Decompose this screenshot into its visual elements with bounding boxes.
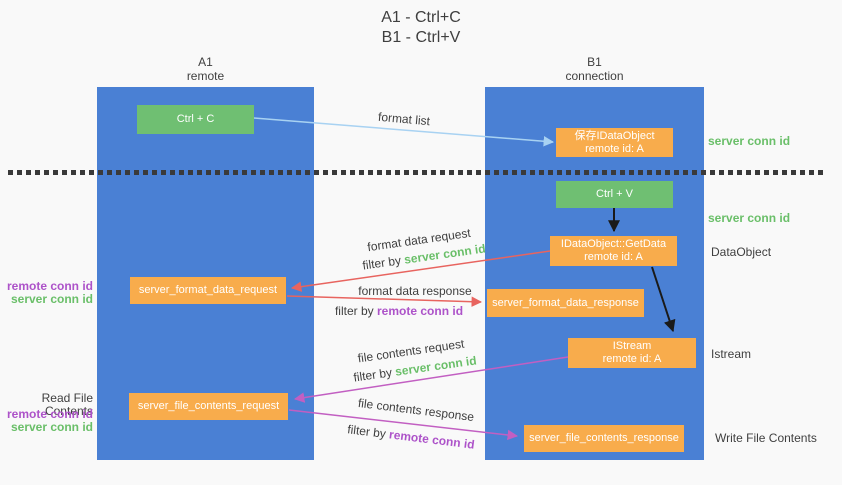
node-ctrl-c: Ctrl + C: [137, 105, 254, 134]
node-server-format-data-request: server_format_data_request: [130, 277, 286, 304]
dotted-separator-line: [8, 170, 825, 175]
dataobject-text: DataObject: [711, 245, 772, 259]
node-server-format-data-response: server_format_data_response: [487, 289, 644, 317]
filter-by-text: filter by: [361, 253, 402, 273]
label-format-data-response-text: format data response: [358, 284, 472, 298]
node-ctrl-v-label: Ctrl + V: [596, 188, 633, 200]
label-file-contents-response-text: file contents response: [357, 395, 475, 425]
node-idataobject-getdata-line2: remote id: A: [584, 251, 643, 263]
label-conn-ids-1: remote conn id server conn id: [0, 280, 93, 306]
node-server-format-data-response-label: server_format_data_response: [492, 296, 639, 309]
label-dataobject: DataObject: [711, 245, 771, 259]
label-filter-by-remote-conn-id-2: filter by remote conn id: [347, 422, 476, 452]
remote-conn-id-text: remote conn id: [6, 279, 93, 293]
node-server-file-contents-request-label: server_file_contents_request: [137, 400, 280, 412]
node-server-format-data-request-label: server_format_data_request: [138, 284, 278, 296]
node-idataobject-getdata-line1: IDataObject::GetData: [560, 238, 667, 250]
diagram-title-line1: A1 - Ctrl+C: [381, 9, 461, 26]
lane-a1-subtitle: remote: [186, 69, 225, 83]
lane-b1-name: B1: [587, 55, 602, 69]
node-idataobject-getdata: IDataObject::GetData remote id: A: [550, 236, 677, 266]
node-istream-line2: remote id: A: [602, 353, 662, 365]
istream-text: Istream: [711, 347, 752, 361]
node-server-file-contents-response-label: server_file_contents_response: [529, 432, 679, 444]
node-server-file-contents-request: server_file_contents_request: [129, 393, 288, 420]
label-format-list-text: format list: [377, 109, 431, 129]
read-file-contents-text: Read File Contents: [41, 391, 93, 418]
node-save-idataobject: 保存IDataObject remote id: A: [556, 128, 673, 157]
lane-header-b1: B1 connection: [485, 55, 704, 83]
label-istream: Istream: [711, 347, 751, 361]
label-server-conn-id-mid: server conn id: [708, 211, 790, 225]
filter-by-text: filter by: [334, 304, 374, 318]
label-file-contents-response: file contents response: [357, 396, 475, 424]
remote-conn-id-text: remote conn id: [377, 304, 464, 318]
server-conn-id-text: server conn id: [10, 292, 93, 306]
lane-a1-name: A1: [198, 55, 213, 69]
label-format-list: format list: [377, 110, 430, 128]
label-read-file-contents: Read File Contents: [0, 392, 93, 418]
server-conn-id-text: server conn id: [708, 211, 791, 225]
filter-by-text: filter by: [346, 422, 387, 441]
diagram-title: A1 - Ctrl+C B1 - Ctrl+V: [0, 8, 842, 48]
remote-conn-id-text: remote conn id: [388, 427, 476, 452]
label-server-conn-id-top: server conn id: [708, 134, 790, 148]
label-format-data-response: format data response: [358, 284, 471, 298]
diagram-title-line2: B1 - Ctrl+V: [381, 29, 461, 46]
label-write-file-contents: Write File Contents: [715, 431, 817, 445]
server-conn-id-text: server conn id: [708, 134, 791, 148]
write-file-contents-text: Write File Contents: [715, 431, 817, 445]
lane-b1-subtitle: connection: [565, 69, 624, 83]
node-save-idataobject-line2: remote id: A: [585, 142, 644, 155]
filter-by-text: filter by: [352, 365, 393, 385]
node-istream: IStream remote id: A: [568, 338, 696, 368]
node-server-file-contents-response: server_file_contents_response: [524, 425, 684, 452]
node-ctrl-v: Ctrl + V: [556, 181, 673, 208]
server-conn-id-text: server conn id: [10, 420, 93, 434]
node-save-idataobject-line1: 保存IDataObject: [574, 129, 655, 142]
node-istream-line1: IStream: [612, 340, 652, 352]
label-filter-by-remote-conn-id-1: filter by remote conn id: [335, 304, 463, 318]
label-conn-ids-2: remote conn id server conn id: [0, 408, 93, 434]
remote-conn-id-text: remote conn id: [6, 407, 93, 421]
node-ctrl-c-label: Ctrl + C: [176, 113, 215, 125]
lane-header-a1: A1 remote: [97, 55, 314, 83]
